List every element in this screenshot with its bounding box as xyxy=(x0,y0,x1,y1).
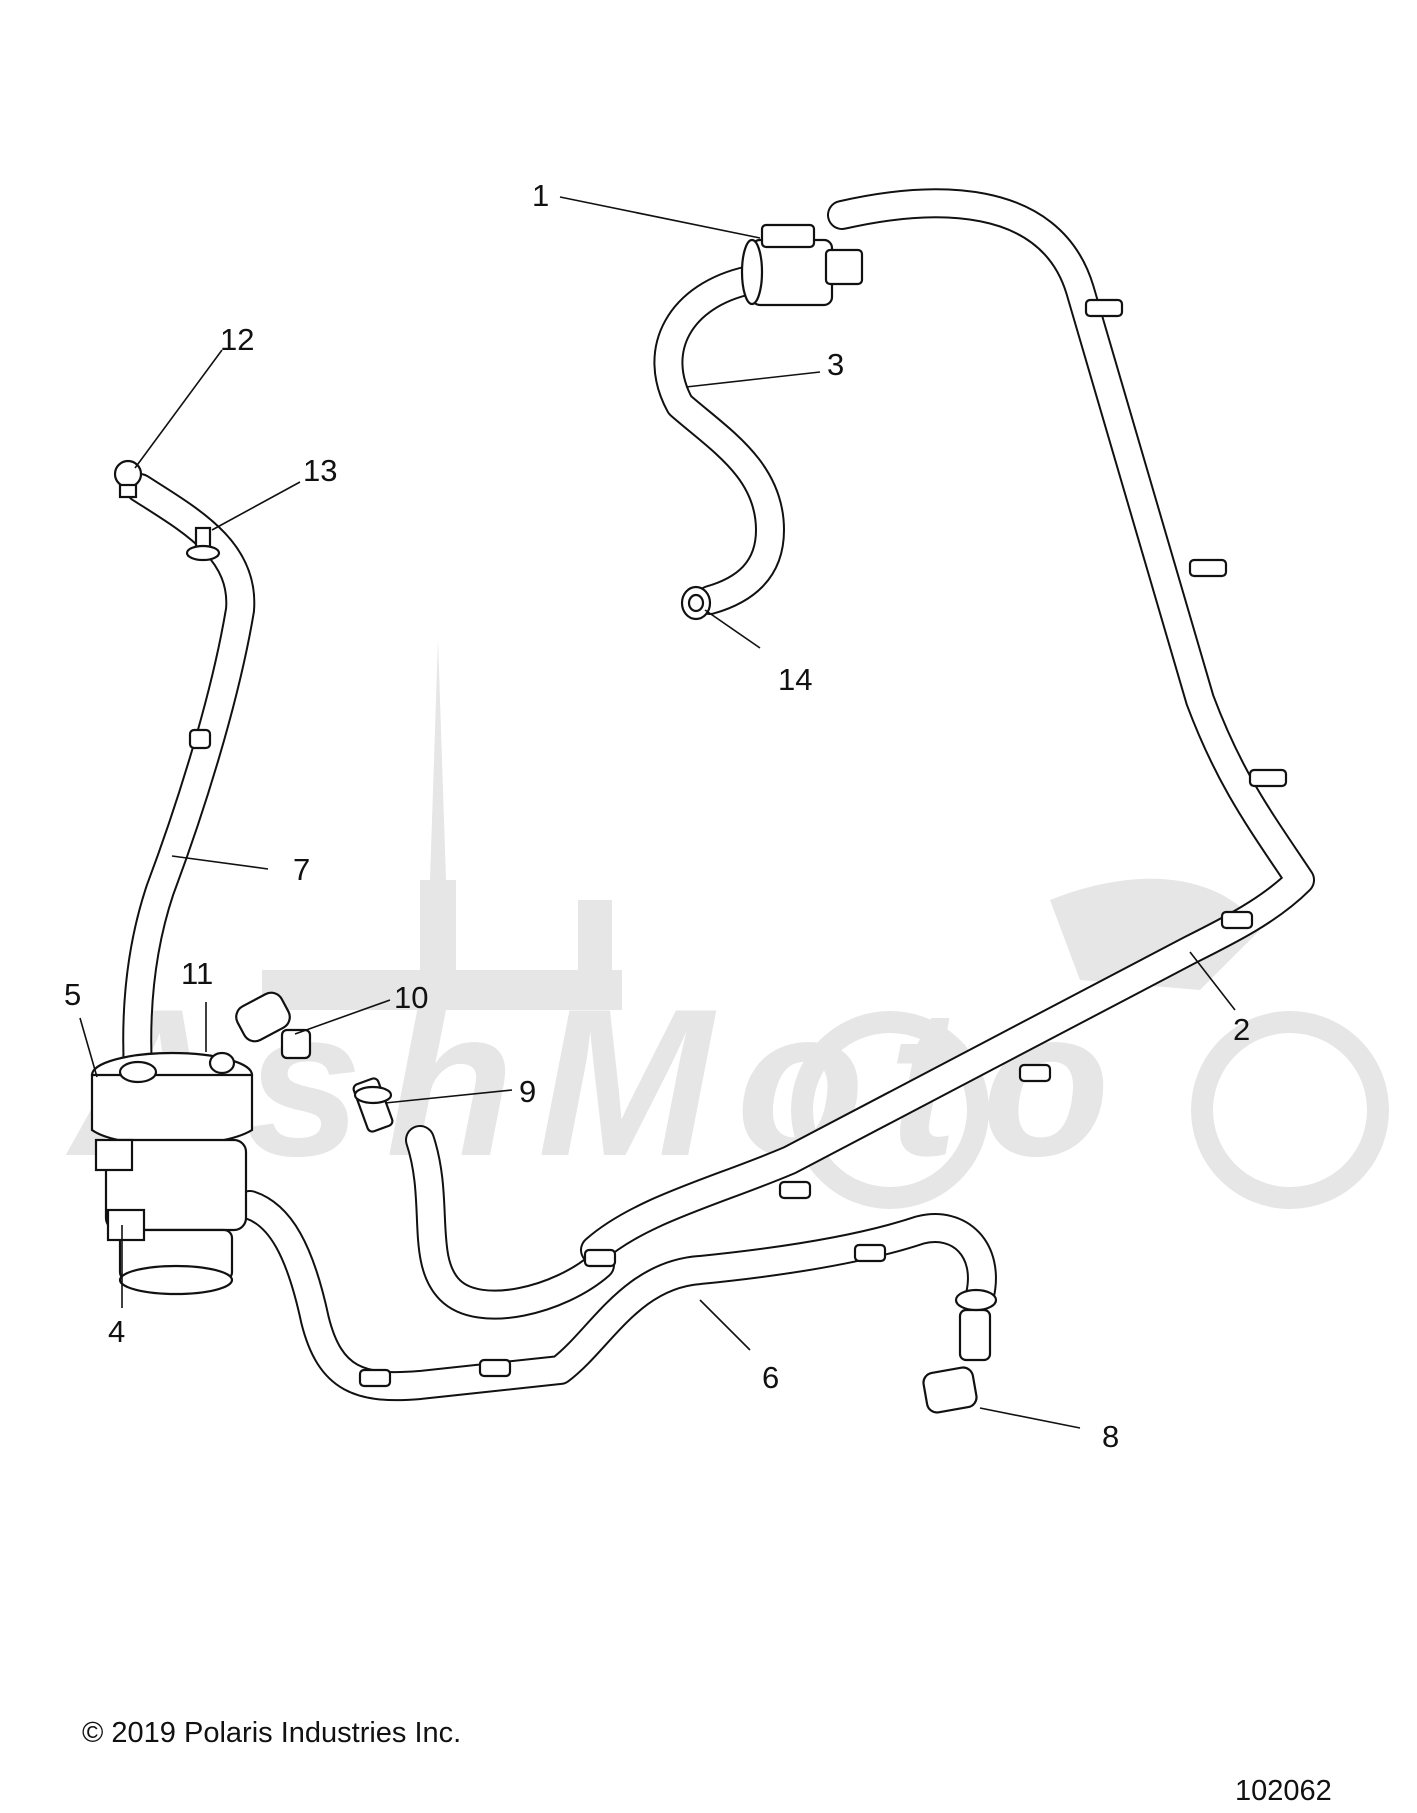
callout-9: 9 xyxy=(519,1074,536,1109)
hose-3 xyxy=(653,265,785,615)
canister xyxy=(90,1051,254,1296)
callout-14: 14 xyxy=(778,662,812,697)
fitting-14 xyxy=(680,585,712,621)
callout-5: 5 xyxy=(64,977,81,1012)
cap-11 xyxy=(208,1051,236,1075)
hose-clamps xyxy=(188,298,1288,1388)
figure-number: 102062 xyxy=(1235,1775,1332,1807)
valve-1 xyxy=(740,223,864,307)
callout-8: 8 xyxy=(1102,1419,1119,1454)
callout-12: 12 xyxy=(220,322,254,357)
hose-connector-9 xyxy=(405,1125,615,1320)
copyright-notice: © 2019 Polaris Industries Inc. xyxy=(82,1717,462,1749)
callout-1: 1 xyxy=(532,178,549,213)
callout-10: 10 xyxy=(394,980,428,1015)
callout-4: 4 xyxy=(108,1314,125,1349)
connector-10 xyxy=(235,991,312,1060)
fitting-9 xyxy=(352,1077,394,1133)
callout-3: 3 xyxy=(827,347,844,382)
watermark-logo: AshMoto xyxy=(65,640,1389,1209)
fastener-13 xyxy=(185,526,221,562)
callout-13: 13 xyxy=(303,453,337,488)
callout-7: 7 xyxy=(293,852,310,887)
leader-lines xyxy=(79,196,1236,1429)
callout-2: 2 xyxy=(1233,1012,1250,1047)
callout-11: 11 xyxy=(181,956,213,991)
hose-2 xyxy=(580,188,1315,1265)
callout-6: 6 xyxy=(762,1360,779,1395)
callout-labels: 1 2 3 4 5 6 7 8 9 10 11 12 13 14 xyxy=(64,178,1250,1454)
hose-7 xyxy=(122,473,256,1085)
fitting-8 xyxy=(922,1288,998,1414)
hose-6 xyxy=(235,1190,997,1402)
